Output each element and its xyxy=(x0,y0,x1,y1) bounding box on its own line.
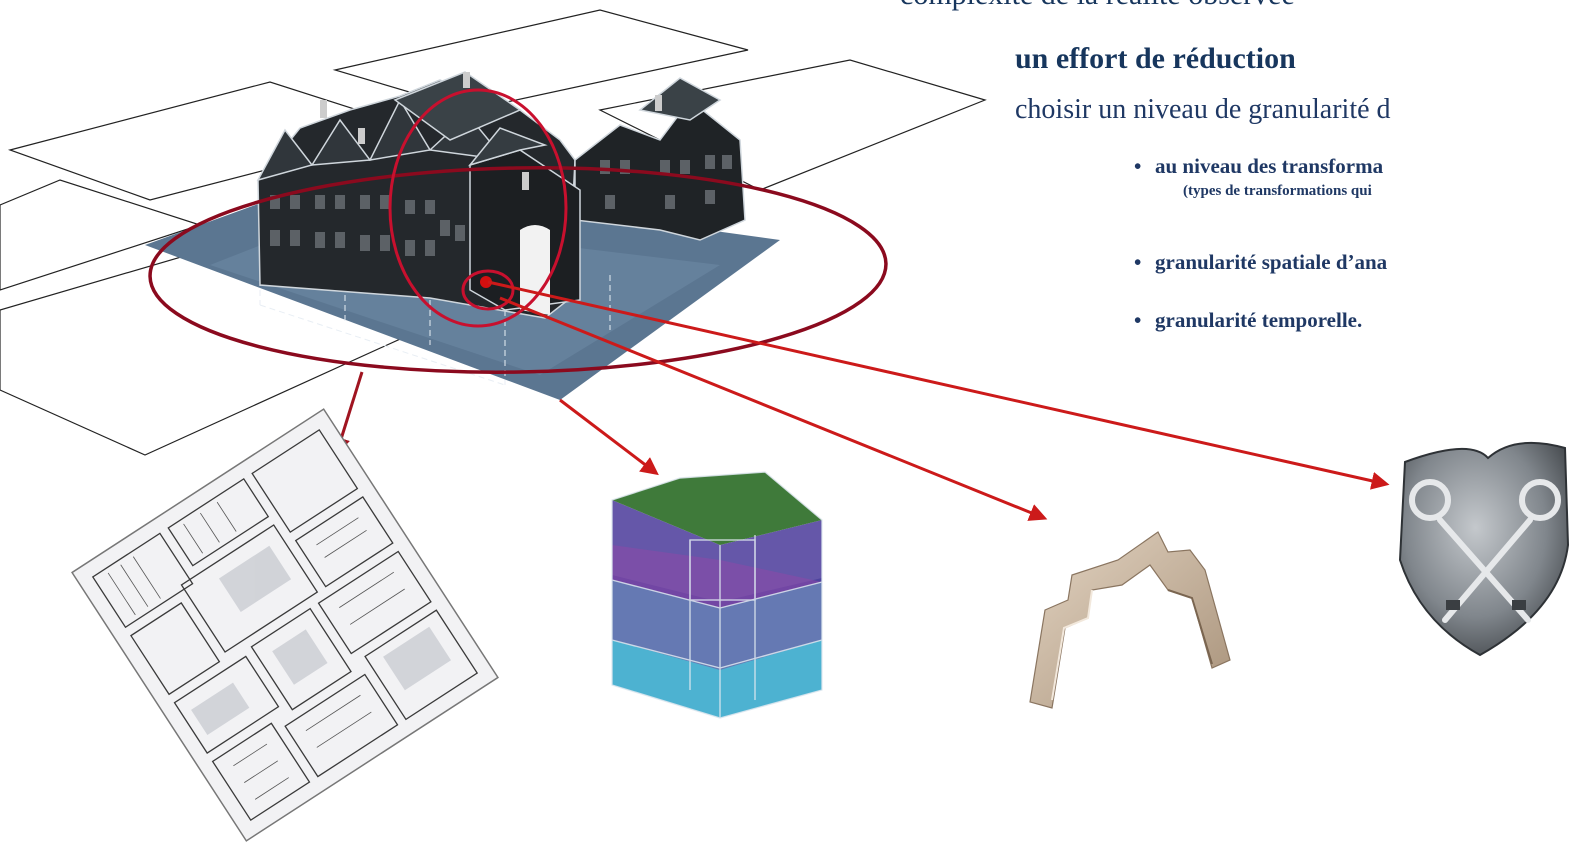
heading-partial: complexité de la réalité observée xyxy=(900,0,1295,12)
key-shield-icon xyxy=(1398,441,1570,657)
bullet-icon: • xyxy=(1134,250,1142,274)
arrow-to-prism xyxy=(559,398,659,476)
volume-prism-icon xyxy=(611,471,823,719)
bullet-text: granularité temporelle. xyxy=(1155,308,1363,332)
door-arch-icon xyxy=(1029,531,1231,709)
bullet-text: granularité spatiale d’ana xyxy=(1155,250,1388,274)
ellipse-site-scale xyxy=(148,166,888,374)
ellipse-building-scale xyxy=(388,88,568,328)
bullet-icon: • xyxy=(1134,154,1142,178)
zoom-ellipses xyxy=(148,88,888,374)
bullet-item-temporal: • granularité temporelle. xyxy=(1134,308,1363,333)
arrow-to-shield xyxy=(487,280,1390,490)
cadastral-plan-icon xyxy=(71,408,499,842)
bullet-icon: • xyxy=(1134,308,1142,332)
subtitle: un effort de réduction xyxy=(1015,42,1296,75)
bullet-item-transformations: • au niveau des transforma xyxy=(1134,154,1384,179)
intro-text: choisir un niveau de granularité d xyxy=(1015,94,1391,125)
ellipse-detail-point xyxy=(480,276,492,288)
ellipse-element-scale xyxy=(461,269,515,311)
arrow-to-arch xyxy=(499,296,1048,521)
bullet-item-spatial: • granularité spatiale d’ana xyxy=(1134,250,1388,275)
layer-plane-left-lower xyxy=(0,249,422,456)
layer-plane-left-upper xyxy=(0,179,202,291)
bullet-text: au niveau des transforma xyxy=(1155,154,1384,178)
bullet-note: (types de transformations qui xyxy=(1183,183,1372,199)
